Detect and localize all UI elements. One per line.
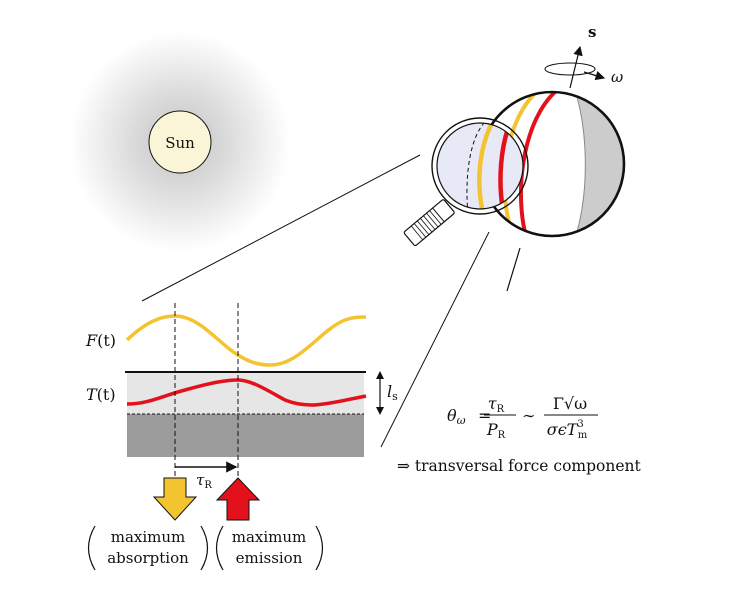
svg-text:∼: ∼ [522,406,535,425]
lens-inner-rim [436,122,524,210]
svg-text:PR: PR [486,420,506,441]
deep-layer [127,414,364,457]
svg-text:θω: θω [447,406,466,427]
surface-layer [127,372,364,414]
svg-text:τR: τR [488,394,505,415]
magnifying-glass-icon [403,117,529,247]
emission-line1: maximum [232,528,307,546]
zoom-line-upper [141,154,421,302]
rotation-arrow [583,70,606,81]
svg-text:Γ√ω: Γ√ω [553,394,587,413]
temperature-curve [126,378,367,407]
temperature-label: T(t) [86,385,116,404]
absorption-line1: maximum [111,528,186,546]
lens-handle [403,199,455,247]
rotation-label: ω [611,68,623,86]
flux-label: F(t) [85,331,116,350]
lens-hot-meridian [498,123,517,209]
absorption-caption: maximum absorption [87,525,209,571]
lag-label: τR [196,471,212,491]
spin-axis-label: s [588,23,596,41]
conclusion-text: ⇒ transversal force component [397,457,642,475]
sun: Sun [70,32,290,252]
flux-curve [125,314,367,367]
rotation-ellipse [544,62,596,76]
depth-label: ls [387,382,398,403]
thermal-plot: τR F(t) T(t) ls [85,303,398,491]
emission-line2: emission [236,549,303,567]
lens-warm-meridian [477,123,502,209]
sun-label: Sun [165,134,195,152]
spin-axis-lower [506,247,521,292]
absorption-arrow-icon [152,477,198,521]
absorption-line2: absorption [107,549,189,567]
emission-caption: maximum emission [215,525,324,571]
lens-outer-rim [431,117,529,215]
emission-arrow-icon [215,477,261,521]
sun-disk [148,110,212,174]
zoom-line-lower [380,231,490,448]
spin-axis: s ω [506,23,623,292]
spin-axis-upper [569,45,583,89]
